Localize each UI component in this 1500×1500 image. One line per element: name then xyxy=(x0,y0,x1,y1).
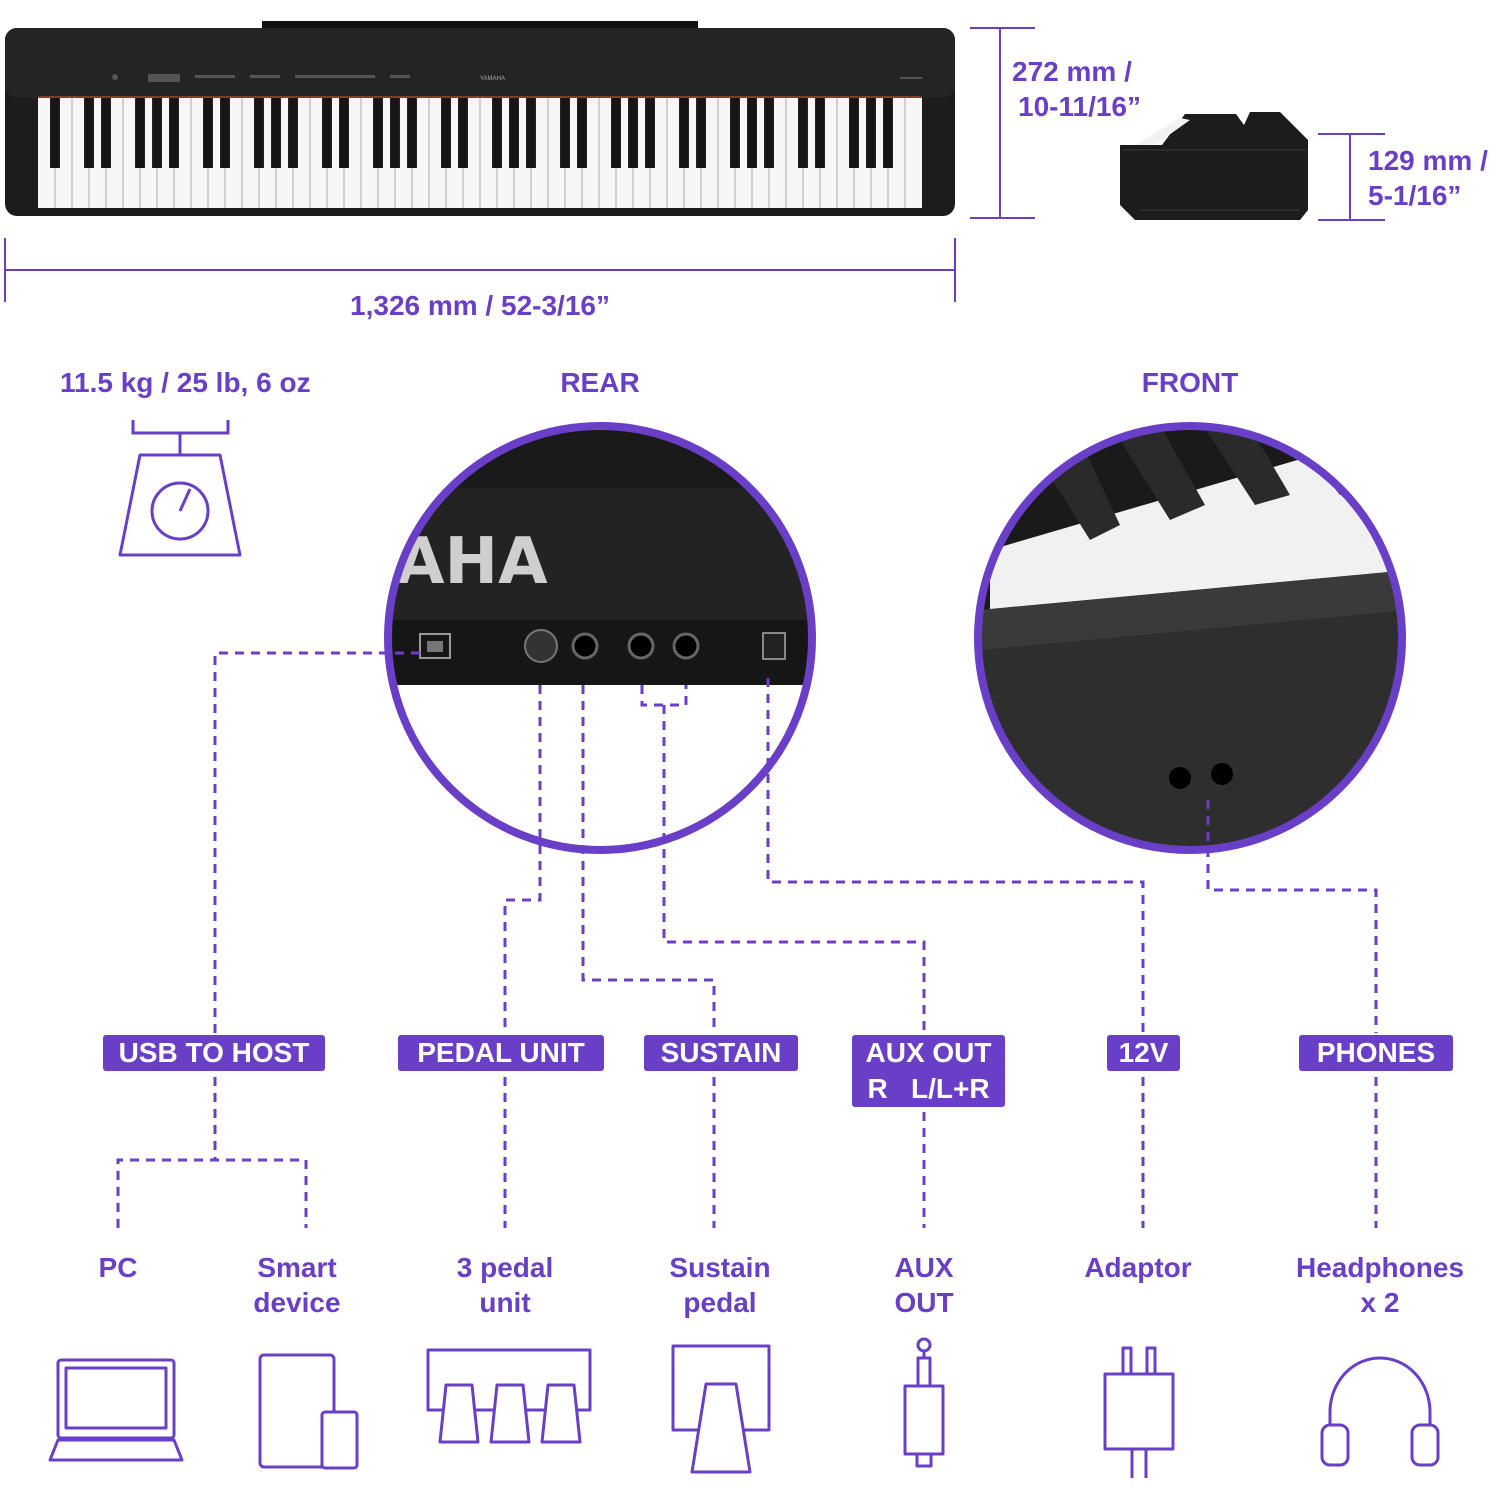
black-key xyxy=(849,98,859,168)
scale-icon xyxy=(118,420,242,557)
black-key xyxy=(815,98,825,168)
device-smart-label-1: Smart xyxy=(257,1252,337,1283)
black-key xyxy=(866,98,876,168)
rear-panel-zoom: AHA xyxy=(384,422,816,854)
headphones-icon xyxy=(1320,1356,1440,1467)
black-key xyxy=(458,98,468,168)
brand-logo: YAMAHA xyxy=(480,76,505,82)
phones-badge: PHONES xyxy=(1299,1035,1453,1071)
usb-to-host-badge: USB TO HOST xyxy=(103,1035,325,1071)
dimension-lines xyxy=(4,27,1385,302)
black-key xyxy=(696,98,706,168)
black-key xyxy=(611,98,621,168)
front-panel-zoom xyxy=(974,422,1406,854)
device-headphones-label-1: Headphones xyxy=(1295,1252,1465,1283)
piano-top-view: YAMAHA xyxy=(5,21,955,216)
audio-jack-icon xyxy=(903,1337,945,1468)
black-key xyxy=(509,98,519,168)
black-key xyxy=(577,98,587,168)
black-key xyxy=(441,98,451,168)
black-keys xyxy=(50,98,893,168)
control-panel xyxy=(112,74,922,82)
black-key xyxy=(747,98,757,168)
black-key xyxy=(322,98,332,168)
black-key xyxy=(288,98,298,168)
weight-label: 11.5 kg / 25 lb, 6 oz xyxy=(60,367,311,398)
rear-view-label: REAR xyxy=(560,367,640,398)
piano-side-view xyxy=(1120,112,1308,220)
black-key xyxy=(645,98,655,168)
aux-out-badge-line2: R L/L+R xyxy=(867,1073,990,1104)
aux-out-badge: AUX OUT R L/L+R xyxy=(852,1035,1005,1107)
black-key xyxy=(220,98,230,168)
depth-dimension-in: 10-11/16” xyxy=(1018,91,1141,122)
device-aux-label-2: OUT xyxy=(894,1287,954,1318)
width-dimension-label: 1,326 mm / 52-3/16” xyxy=(350,290,610,321)
device-sustain-label-1: Sustain xyxy=(669,1252,771,1283)
height-dimension-in: 5-1/16” xyxy=(1368,180,1462,211)
device-smart-label-2: device xyxy=(253,1287,341,1318)
three-pedal-unit-icon xyxy=(426,1348,592,1444)
device-pedal3-label-1: 3 pedal xyxy=(456,1252,554,1283)
height-dimension-mm: 129 mm / xyxy=(1368,145,1488,176)
black-key xyxy=(271,98,281,168)
aux-out-badge-line1: AUX OUT xyxy=(865,1037,992,1068)
connection-lines xyxy=(116,651,1378,1228)
black-key xyxy=(798,98,808,168)
black-key xyxy=(526,98,536,168)
device-adaptor-label: Adaptor xyxy=(1084,1252,1192,1283)
black-key xyxy=(560,98,570,168)
laptop-icon xyxy=(48,1358,184,1462)
black-key xyxy=(203,98,213,168)
black-key xyxy=(169,98,179,168)
front-view-label: FRONT xyxy=(1141,367,1239,398)
device-aux-label-1: AUX xyxy=(894,1252,954,1283)
sustain-pedal-icon xyxy=(671,1344,771,1474)
black-key xyxy=(339,98,349,168)
black-key xyxy=(254,98,264,168)
black-key xyxy=(50,98,60,168)
pedal-unit-badge: PEDAL UNIT xyxy=(398,1035,604,1071)
black-key xyxy=(883,98,893,168)
depth-dimension-mm: 272 mm / xyxy=(1012,56,1132,87)
black-key xyxy=(135,98,145,168)
black-key xyxy=(101,98,111,168)
device-headphones-label-2: x 2 xyxy=(1360,1287,1400,1318)
device-pedal3-label-2: unit xyxy=(479,1287,531,1318)
black-key xyxy=(628,98,638,168)
dc-in-12v-badge: 12V xyxy=(1107,1035,1180,1071)
black-key xyxy=(373,98,383,168)
power-adaptor-icon xyxy=(1103,1346,1175,1478)
black-key xyxy=(730,98,740,168)
sustain-badge: SUSTAIN xyxy=(644,1035,798,1071)
black-key xyxy=(492,98,502,168)
device-sustain-label-2: pedal xyxy=(683,1287,757,1318)
black-key xyxy=(764,98,774,168)
device-pc-label: PC xyxy=(98,1252,138,1283)
black-key xyxy=(679,98,689,168)
black-key xyxy=(407,98,417,168)
rear-logo: AHA xyxy=(395,525,548,599)
black-key xyxy=(84,98,94,168)
black-key xyxy=(390,98,400,168)
tablet-phone-icon xyxy=(258,1353,359,1470)
black-key xyxy=(152,98,162,168)
